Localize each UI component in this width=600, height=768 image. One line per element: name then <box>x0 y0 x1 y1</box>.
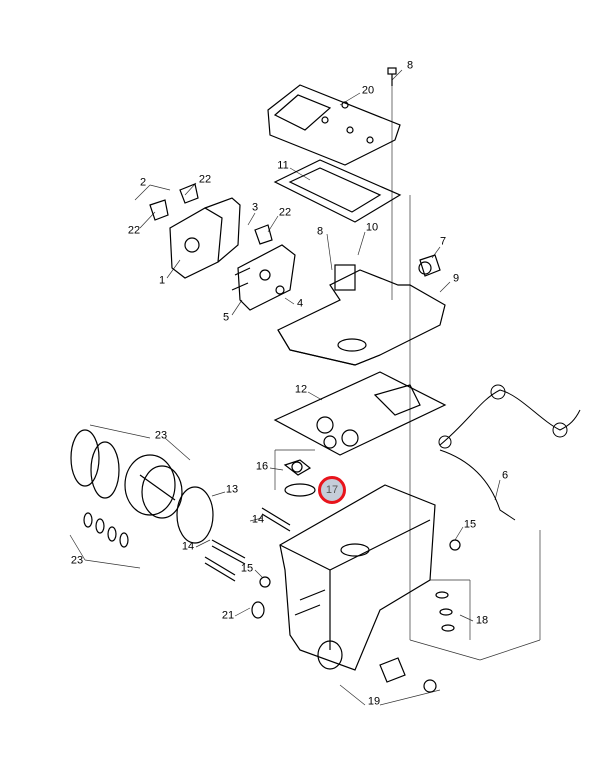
callout-7[interactable]: 7 <box>439 235 447 248</box>
upper-housing <box>277 254 446 366</box>
callout-22[interactable]: 22 <box>198 173 212 186</box>
part-15-plugs <box>259 539 461 588</box>
callout-21[interactable]: 21 <box>221 609 235 622</box>
callout-highlighted-17[interactable]: 17 <box>318 476 346 504</box>
callout-14[interactable]: 14 <box>251 513 265 526</box>
callout-8[interactable]: 8 <box>406 59 414 72</box>
part-21-ring <box>251 601 265 619</box>
callout-20[interactable]: 20 <box>361 84 375 97</box>
part-20-cover <box>267 84 401 166</box>
lower-housing <box>279 484 436 671</box>
callout-4[interactable]: 4 <box>296 297 304 310</box>
callout-18[interactable]: 18 <box>475 614 489 627</box>
part-18-rings <box>435 591 455 632</box>
callout-15[interactable]: 15 <box>240 562 254 575</box>
part-8-bolt <box>387 67 397 86</box>
part-17-oring <box>284 483 316 497</box>
part-6-harness <box>438 384 581 521</box>
callout-13[interactable]: 13 <box>225 483 239 496</box>
callout-16[interactable]: 16 <box>255 460 269 473</box>
part-11-gasket <box>273 159 402 223</box>
part-23-orings <box>70 429 129 548</box>
callout-23[interactable]: 23 <box>70 554 84 567</box>
part-12-gasket <box>273 371 447 456</box>
part-16-plug <box>283 459 312 476</box>
callout-9[interactable]: 9 <box>452 272 460 285</box>
callout-5[interactable]: 5 <box>222 311 230 324</box>
part-1-block <box>149 183 273 279</box>
callout-11[interactable]: 11 <box>277 159 289 172</box>
callout-14[interactable]: 14 <box>181 540 195 553</box>
callout-10[interactable]: 10 <box>365 221 379 234</box>
callout-19[interactable]: 19 <box>367 695 381 708</box>
callout-6[interactable]: 6 <box>501 469 509 482</box>
callout-22[interactable]: 22 <box>278 206 292 219</box>
callout-3[interactable]: 3 <box>251 201 259 214</box>
part-19-fittings <box>379 657 437 693</box>
leader-lines <box>69 69 541 706</box>
part-5-plate <box>231 244 296 311</box>
cartridge <box>124 454 183 519</box>
callout-12[interactable]: 12 <box>294 383 308 396</box>
callout-22[interactable]: 22 <box>127 224 141 237</box>
callout-2[interactable]: 2 <box>139 176 147 189</box>
callout-1[interactable]: 1 <box>158 274 166 287</box>
callout-8[interactable]: 8 <box>316 225 324 238</box>
part-13-oring <box>176 486 214 544</box>
callout-23[interactable]: 23 <box>154 429 168 442</box>
part-14-studs <box>204 507 291 582</box>
callout-15[interactable]: 15 <box>463 518 477 531</box>
